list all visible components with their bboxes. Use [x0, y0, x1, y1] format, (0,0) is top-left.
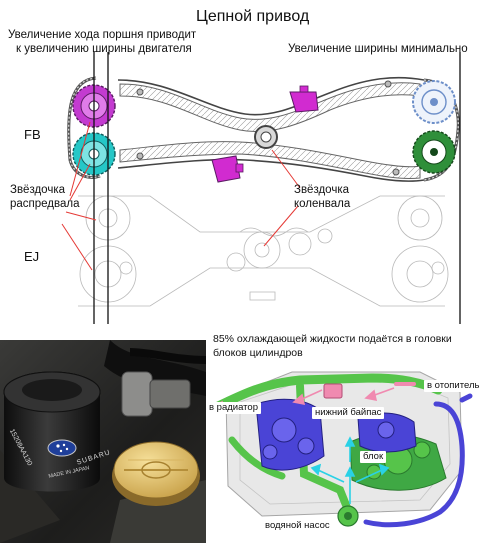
tag-block: блок — [360, 451, 387, 464]
width-reference-lines — [93, 52, 461, 324]
oil-filter — [3, 371, 101, 492]
tag-water-pump: водяной насос — [262, 520, 333, 533]
chain-tensioner-upper — [289, 85, 319, 113]
fb-engine-label: FB — [24, 127, 41, 142]
cooling-diagram — [209, 371, 473, 528]
right-upper-cam-sprocket — [412, 80, 456, 124]
fb-timing-chain — [67, 76, 460, 182]
cooling-caption-line1: 85% охлаждающей жидкости подаётся в голо… — [213, 333, 452, 345]
crank-sprocket-label-line2: коленвала — [294, 198, 351, 210]
crank-sprocket-label-line1: Звёздочка — [294, 184, 349, 196]
chain-tensioner-lower — [211, 155, 244, 183]
cam-sprocket-label-line2: распредвала — [10, 198, 80, 210]
piston-stroke-note-line1: Увеличение хода поршня приводит — [8, 29, 197, 41]
diagram-title: Цепной привод — [196, 8, 310, 25]
ej-engine-outline — [78, 195, 449, 307]
cooling-caption-line2: блоков цилиндров — [213, 347, 303, 359]
width-minimal-note: Увеличение ширины минимально — [288, 43, 468, 55]
oil-filler-cap — [112, 441, 200, 506]
tag-lower-bypass: нижний байпас — [312, 407, 385, 420]
cam-sprocket-label-line1: Звёздочка — [10, 184, 65, 196]
tag-to-radiator: в радиатор — [206, 402, 261, 415]
right-lower-cam-sprocket — [412, 130, 456, 174]
pointer-lines — [61, 121, 301, 271]
ej-engine-label: EJ — [24, 249, 40, 264]
piston-stroke-note-line2: к увеличению ширины двигателя — [16, 43, 192, 55]
engine-bay-photo — [0, 340, 207, 543]
tag-to-heater: в отопитель — [424, 380, 480, 393]
